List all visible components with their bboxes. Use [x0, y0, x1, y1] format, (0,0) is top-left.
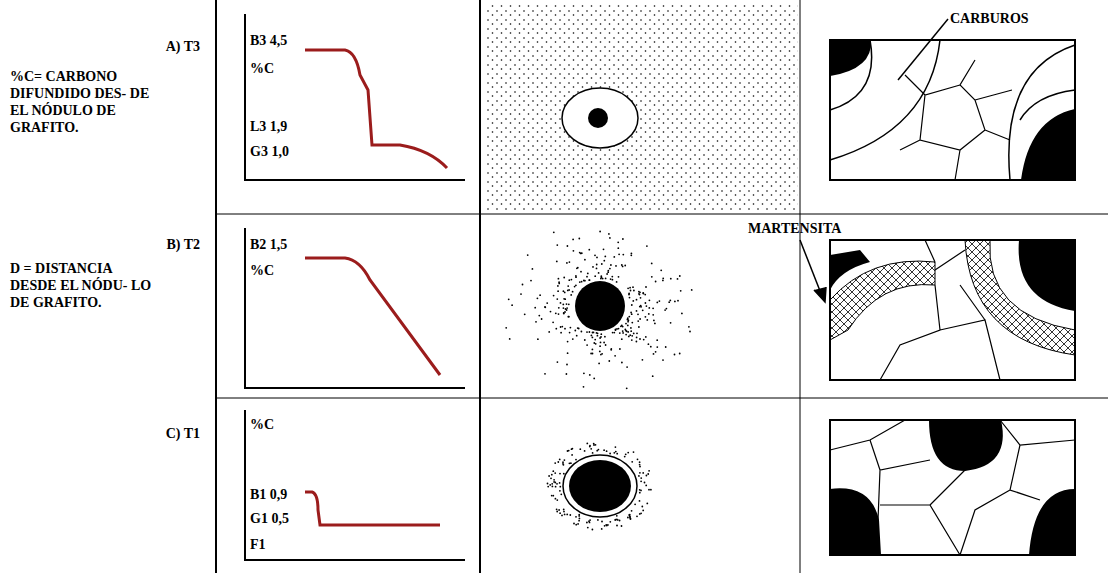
text-label: L3 1,9: [250, 118, 287, 135]
text-label: B) T2: [150, 236, 200, 253]
carbon-field: [485, 4, 798, 212]
text-label: %C: [250, 262, 274, 279]
leader-line: [800, 19, 948, 302]
text-label: D = DISTANCIA DESDE EL NÓDU- LO DE GRAFI…: [10, 260, 160, 311]
text-label: %C: [250, 60, 274, 77]
grid-lines: [216, 0, 1108, 573]
text-label: C) T1: [150, 425, 200, 442]
text-label: F1: [250, 536, 266, 553]
text-label: CARBUROS: [950, 10, 1029, 27]
text-label: MARTENSITA: [748, 220, 841, 237]
text-label: A) T3: [150, 38, 200, 55]
text-label: G1 0,5: [250, 510, 289, 527]
microstructure: [830, 40, 1075, 555]
graphite-nodule: [562, 88, 638, 517]
text-label: G3 1,0: [250, 143, 289, 160]
text-label: %C: [250, 416, 274, 433]
text-label: B1 0,9: [250, 486, 287, 503]
text-label: B3 4,5: [250, 32, 287, 49]
graph-axes: [245, 14, 465, 560]
carbon-dots: [505, 231, 692, 531]
text-label: B2 1,5: [250, 236, 287, 253]
carbon-curve: [305, 50, 447, 525]
text-label: %C= CARBONO DIFUNDIDO DES- DE EL NÓDULO …: [10, 68, 160, 136]
